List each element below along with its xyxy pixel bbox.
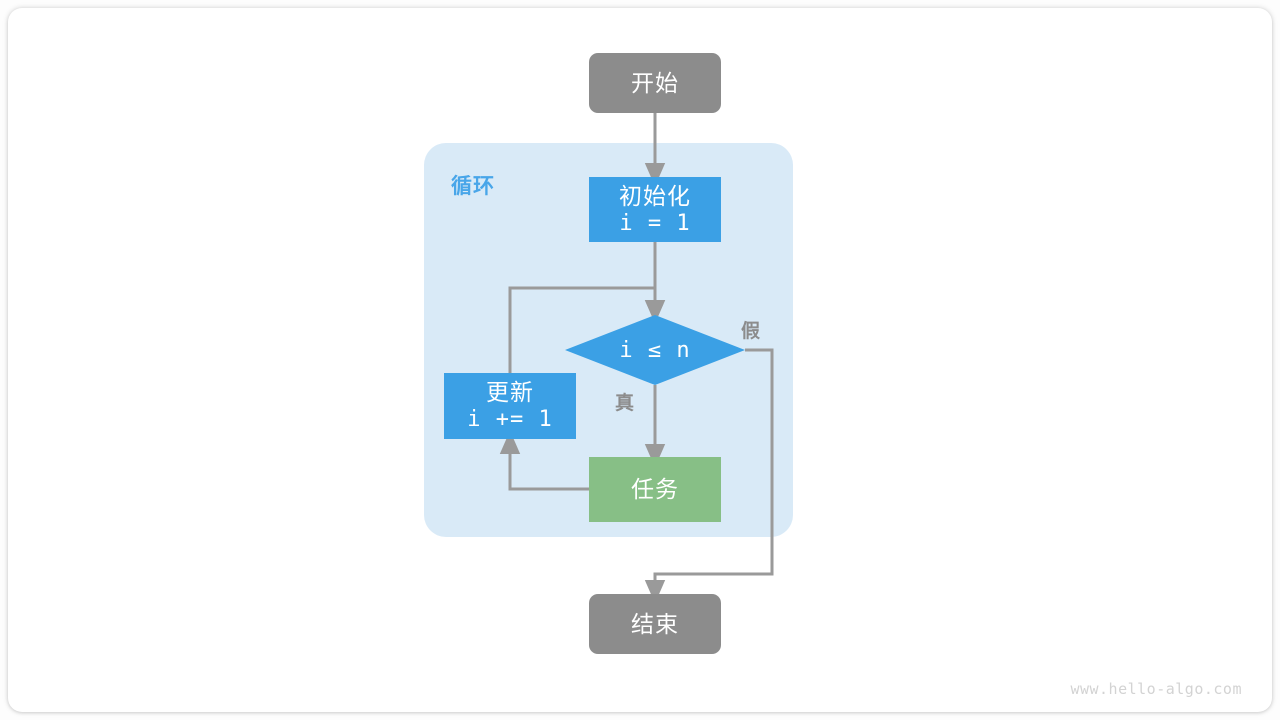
edge-cond-false-to-end [644,348,774,604]
edge-task-to-update [499,430,589,491]
node-task[interactable] [589,457,721,522]
node-condition[interactable] [565,315,745,385]
edge-label-true: 真 [615,393,635,414]
node-end[interactable] [589,594,721,654]
node-update[interactable] [444,373,576,439]
node-init[interactable] [589,177,721,242]
edge-label-false: 假 [741,321,761,342]
watermark: www.hello-algo.com [1070,680,1242,698]
edge-update-to-cond [508,286,666,373]
node-start[interactable] [589,53,721,113]
loop-group-title: 循环 [451,175,495,198]
